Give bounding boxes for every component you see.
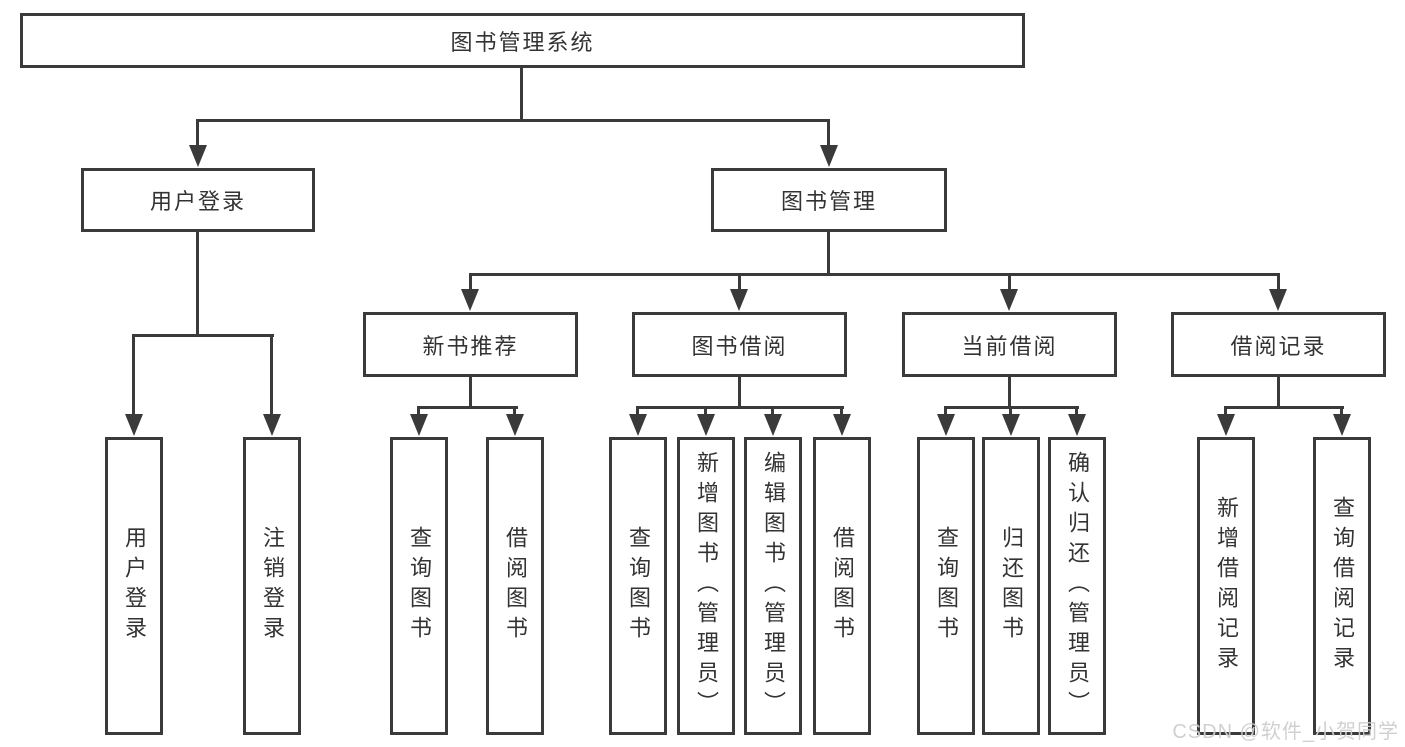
leaf-return-books: 归还图书 bbox=[982, 437, 1040, 735]
leaf-query-borrow-record: 查询借阅记录 bbox=[1313, 437, 1371, 735]
connector-line bbox=[944, 406, 947, 420]
connector-line bbox=[738, 273, 741, 293]
node-user-login-module: 用户登录 bbox=[81, 168, 315, 232]
leaf-logout: 注销登录 bbox=[243, 437, 301, 735]
connector-arrowhead bbox=[833, 414, 851, 436]
connector-line bbox=[132, 334, 135, 420]
leaf-query-books-recommend: 查询图书 bbox=[390, 437, 448, 735]
connector-line bbox=[704, 406, 707, 420]
node-book-management-module: 图书管理 bbox=[711, 168, 947, 232]
connector-arrowhead bbox=[697, 414, 715, 436]
leaf-borrow-books-recommend: 借阅图书 bbox=[486, 437, 544, 735]
node-label: 当前借阅 bbox=[961, 333, 1058, 359]
connector-line bbox=[196, 119, 830, 122]
connector-line bbox=[1008, 273, 1011, 293]
connector-arrowhead bbox=[730, 289, 748, 311]
leaf-query-books-borrow: 查询图书 bbox=[609, 437, 667, 735]
connector-arrowhead bbox=[1002, 414, 1020, 436]
connector-arrowhead bbox=[1000, 289, 1018, 311]
connector-line bbox=[469, 273, 1280, 276]
node-current-borrow: 当前借阅 bbox=[902, 312, 1117, 377]
node-label: 注销登录 bbox=[260, 526, 285, 646]
node-new-book-recommend: 新书推荐 bbox=[363, 312, 578, 377]
connector-line bbox=[469, 273, 472, 293]
connector-arrowhead bbox=[629, 414, 647, 436]
node-label: 查询图书 bbox=[934, 526, 959, 646]
leaf-user-login: 用户登录 bbox=[105, 437, 163, 735]
node-label: 借阅图书 bbox=[503, 526, 528, 646]
node-label: 查询图书 bbox=[626, 526, 651, 646]
connector-arrowhead bbox=[1217, 414, 1235, 436]
leaf-edit-books-admin: 编辑图书（管理员） bbox=[744, 437, 802, 735]
connector-line bbox=[1075, 406, 1078, 420]
connector-line bbox=[1277, 273, 1280, 293]
node-label: 用户登录 bbox=[149, 189, 246, 214]
connector-line bbox=[827, 230, 830, 275]
node-book-borrow: 图书借阅 bbox=[632, 312, 847, 377]
connector-line bbox=[513, 406, 516, 420]
node-label: 归还图书 bbox=[999, 526, 1024, 646]
node-label: 图书管理系统 bbox=[450, 29, 595, 55]
connector-line bbox=[738, 375, 741, 408]
node-label: 确认归还（管理员） bbox=[1065, 451, 1090, 721]
node-label: 新增图书（管理员） bbox=[694, 451, 719, 721]
connector-line bbox=[771, 406, 774, 420]
node-label: 查询图书 bbox=[407, 526, 432, 646]
connector-line bbox=[840, 406, 843, 420]
connector-arrowhead bbox=[189, 145, 207, 167]
node-label: 用户登录 bbox=[122, 526, 147, 646]
connector-line bbox=[1224, 406, 1227, 420]
connector-arrowhead bbox=[937, 414, 955, 436]
leaf-query-books-current: 查询图书 bbox=[917, 437, 975, 735]
connector-arrowhead bbox=[125, 414, 143, 436]
leaf-add-books-admin: 新增图书（管理员） bbox=[677, 437, 735, 735]
connector-line bbox=[520, 66, 523, 122]
leaf-add-borrow-record: 新增借阅记录 bbox=[1197, 437, 1255, 735]
node-root-system: 图书管理系统 bbox=[20, 13, 1025, 68]
node-label: 新书推荐 bbox=[422, 333, 519, 359]
connector-line bbox=[1224, 406, 1344, 409]
node-label: 查询借阅记录 bbox=[1330, 496, 1355, 676]
connector-arrowhead bbox=[1068, 414, 1086, 436]
connector-line bbox=[196, 119, 199, 151]
connector-line bbox=[636, 406, 844, 409]
connector-line bbox=[417, 406, 518, 409]
connector-line bbox=[196, 230, 199, 336]
connector-line bbox=[1008, 375, 1011, 408]
connector-line bbox=[132, 334, 274, 337]
connector-line bbox=[270, 334, 273, 420]
node-label: 图书管理 bbox=[780, 189, 877, 214]
connector-arrowhead bbox=[506, 414, 524, 436]
node-label: 借阅记录 bbox=[1230, 333, 1327, 359]
node-label: 编辑图书（管理员） bbox=[761, 451, 786, 721]
connector-line bbox=[1009, 406, 1012, 420]
connector-arrowhead bbox=[1269, 289, 1287, 311]
connector-arrowhead bbox=[1333, 414, 1351, 436]
connector-line bbox=[636, 406, 639, 420]
node-borrow-records: 借阅记录 bbox=[1171, 312, 1386, 377]
connector-arrowhead bbox=[820, 145, 838, 167]
node-label: 图书借阅 bbox=[691, 333, 788, 359]
connector-arrowhead bbox=[410, 414, 428, 436]
connector-line bbox=[1277, 375, 1280, 408]
leaf-borrow-books: 借阅图书 bbox=[813, 437, 871, 735]
watermark: CSDN @软件_小贺同学 bbox=[1172, 721, 1399, 743]
connector-arrowhead bbox=[764, 414, 782, 436]
node-label: 新增借阅记录 bbox=[1214, 496, 1239, 676]
connector-line bbox=[827, 119, 830, 151]
node-label: 借阅图书 bbox=[830, 526, 855, 646]
connector-arrowhead bbox=[461, 289, 479, 311]
connector-line bbox=[1340, 406, 1343, 420]
connector-line bbox=[417, 406, 420, 420]
connector-arrowhead bbox=[263, 414, 281, 436]
connector-line bbox=[469, 375, 472, 408]
leaf-confirm-return-admin: 确认归还（管理员） bbox=[1048, 437, 1106, 735]
